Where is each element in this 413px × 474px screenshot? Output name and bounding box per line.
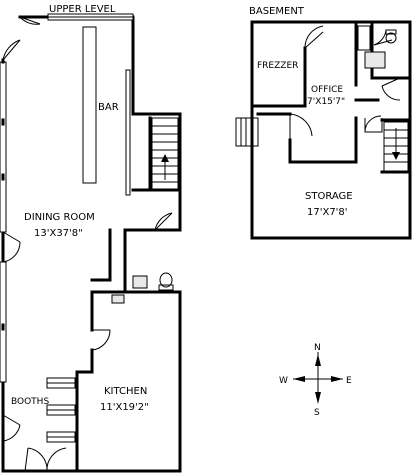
bar-counter: [82, 26, 97, 184]
basement-entry-steps: [235, 117, 259, 147]
upper-outer-wall: [1, 15, 182, 473]
upper-level-title: UPPER LEVEL: [49, 4, 116, 15]
basement-counter: [357, 25, 371, 51]
bar-label: BAR: [98, 102, 119, 113]
basement-restroom-wall: [370, 20, 412, 80]
compass-east-label: E: [346, 376, 352, 386]
basement-stairs: [380, 121, 412, 174]
sink-icon: [132, 275, 148, 289]
kitchen-partition: [75, 370, 94, 473]
kitchen-dimensions: 11'X19'2": [100, 402, 149, 413]
dining-room-label: DINING ROOM: [24, 212, 95, 223]
storage-label: STORAGE: [305, 191, 353, 202]
left-window-lower: [0, 261, 7, 383]
compass-rose: N S E W: [279, 343, 352, 418]
kitchen-upper-wall: [90, 290, 127, 332]
stairs-up-arrow-icon: [161, 154, 169, 162]
office-door: [289, 113, 313, 137]
restroom-door: [154, 212, 173, 231]
freezer-door: [304, 25, 324, 49]
basement-sink-icon: [364, 51, 386, 69]
bar-back-counter: [125, 69, 131, 196]
booths-label: BOOTHS: [11, 397, 49, 407]
compass-north-label: N: [314, 343, 321, 353]
side-door-lower: [2, 414, 21, 426]
side-door-upper: [2, 231, 21, 243]
kitchen-label: KITCHEN: [104, 386, 147, 397]
freezer-wall: [250, 46, 307, 108]
hall-door: [364, 115, 382, 133]
east-arrow-icon: [331, 376, 343, 382]
south-arrow-icon: [315, 392, 321, 404]
office-label: OFFICE: [311, 85, 343, 95]
freezer-label: FREZZER: [257, 61, 298, 71]
office-bottom-wall: [288, 116, 358, 164]
kitchen-door: [91, 329, 111, 351]
west-arrow-icon: [293, 376, 305, 382]
upper-level-plan: UPPER LEVEL BAR DINING ROOM 13'X37'8" BO…: [0, 4, 182, 473]
upper-entry-door: [2, 39, 21, 61]
basement-title: BASEMENT: [249, 6, 305, 17]
corridor-wall: [90, 228, 112, 282]
kitchen-sink-icon: [111, 294, 125, 304]
toilet-icon: [159, 272, 173, 288]
left-window-upper: [0, 61, 7, 233]
office-dimensions: 7'X15'7": [307, 97, 345, 107]
storage-dimensions: 17'X7'8': [307, 207, 348, 218]
basement-toilet-icon: [385, 32, 397, 44]
compass-south-label: S: [314, 408, 320, 418]
bottom-entry-door: [24, 447, 29, 472]
stairs-down-arrow-icon: [392, 152, 400, 160]
upper-stairs: [131, 116, 180, 192]
basement-plan: BASEMENT FREZZER OFFICE 7'X15'7" STORAGE…: [235, 6, 412, 240]
north-arrow-icon: [315, 354, 321, 366]
hall-door-right: [381, 85, 401, 101]
basement-restroom-door: [373, 29, 387, 46]
booths: [46, 377, 76, 443]
dining-room-dimensions: 13'X37'8": [34, 228, 83, 239]
upper-entry-door-swing: [2, 39, 21, 61]
compass-west-label: W: [279, 376, 288, 386]
